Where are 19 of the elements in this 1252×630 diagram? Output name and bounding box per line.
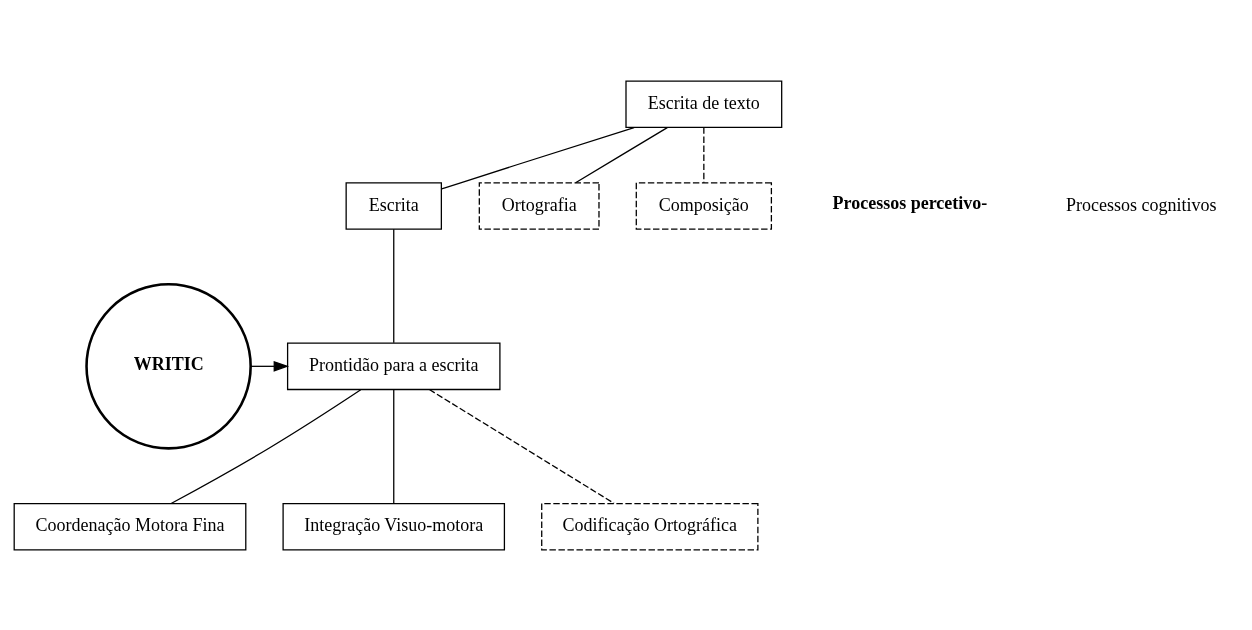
node-box: Escrita	[345, 181, 442, 230]
node-box: Escrita de texto	[625, 80, 783, 128]
node-box: Codificação Ortográfica	[541, 502, 759, 550]
node-circle: WRITIC	[85, 282, 252, 450]
node-box: Ortografia	[478, 181, 600, 230]
connector	[428, 388, 615, 504]
connector	[393, 228, 395, 343]
arrow	[250, 360, 290, 372]
label: Processos percetivo-	[832, 192, 988, 213]
node-box: Integração Visuo-motora	[282, 502, 506, 550]
node-box: Prontidão para a escrita	[286, 342, 501, 390]
connector	[574, 126, 668, 183]
node-box: Composição	[635, 181, 773, 230]
connector	[170, 388, 362, 504]
connector	[440, 126, 635, 190]
label: Processos cognitivos	[1066, 194, 1217, 215]
connector	[393, 388, 395, 504]
node-box: Coordenação Motora Fina	[13, 502, 247, 550]
connector	[703, 126, 705, 183]
